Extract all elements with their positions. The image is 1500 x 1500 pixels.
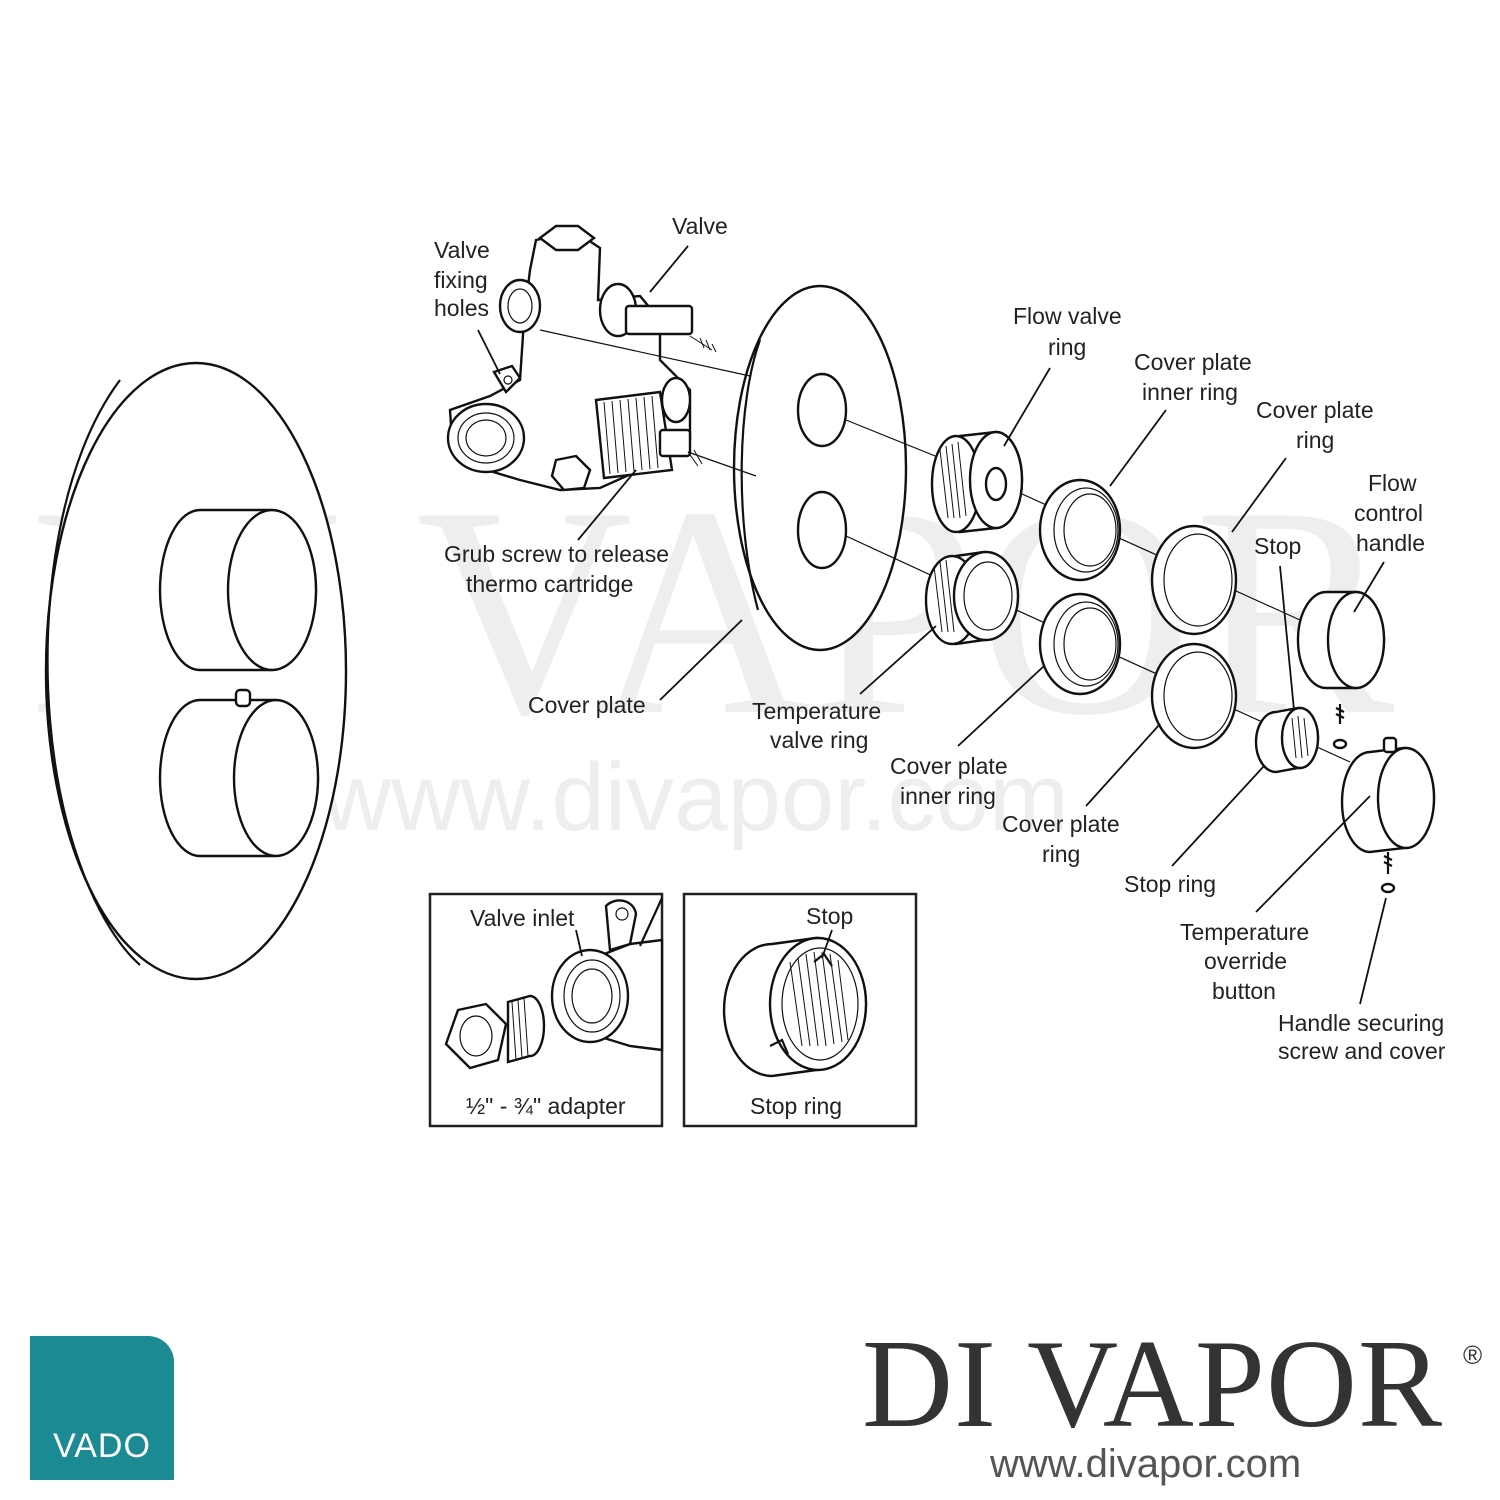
inset-valve-inlet-drawing — [444, 897, 664, 1070]
label-cover-plate-inner-ring-bottom-1: Cover plate — [890, 753, 1008, 779]
flow-control-handle-part — [1296, 590, 1386, 750]
label-grub-screw-2: thermo cartridge — [466, 571, 633, 597]
label-valve: Valve — [672, 213, 728, 239]
leader-lines — [477, 245, 1387, 1005]
label-grub-screw-1: Grub screw to release — [444, 541, 669, 567]
registered-mark: ® — [1463, 1340, 1483, 1370]
valve-body — [446, 224, 717, 492]
label-cover-plate-inner-ring-bottom-2: inner ring — [900, 783, 996, 809]
label-flow-valve-ring-2: ring — [1048, 334, 1086, 360]
temperature-valve-ring-part — [924, 550, 1020, 646]
cover-plate-inner-ring-upper-part — [1038, 478, 1122, 582]
label-cover-plate-inner-ring-top-1: Cover plate — [1134, 349, 1252, 375]
inset-label-stop-ring: Stop ring — [750, 1093, 842, 1119]
label-cover-plate-ring-top-2: ring — [1296, 427, 1334, 453]
cover-plate-ring-lower-part — [1150, 642, 1238, 750]
valve-fixing-lug — [492, 364, 522, 394]
temperature-cartridge-threaded — [594, 390, 703, 480]
temperature-override-button-part — [1382, 736, 1398, 754]
inset-label-adapter: ½" - ¾" adapter — [466, 1093, 626, 1119]
label-temperature-override-button-3: button — [1212, 978, 1276, 1004]
label-flow-control-handle-1: Flow — [1368, 470, 1417, 496]
label-flow-control-handle-3: handle — [1356, 530, 1425, 556]
assembled-shower-valve — [44, 361, 348, 981]
label-cover-plate-ring-bottom-1: Cover plate — [1002, 811, 1120, 837]
assembled-upper-handle — [158, 508, 318, 672]
valve-inlet-port — [446, 402, 526, 474]
label-stop-ring: Stop ring — [1124, 871, 1216, 897]
cover-plate-inner-ring-lower-part — [1038, 592, 1122, 696]
inset-stop-ring: Stop Stop ring — [682, 892, 918, 1128]
valve-rear-port — [660, 376, 692, 424]
watermark-url-text: www.divapor.com — [321, 744, 1069, 851]
label-handle-securing-2: screw and cover — [1278, 1038, 1446, 1064]
cover-plate-lower-hole — [796, 490, 848, 570]
label-handle-securing-1: Handle securing — [1278, 1010, 1444, 1036]
assembled-cover-plate — [44, 361, 348, 981]
grub-screw-nut — [550, 454, 592, 492]
label-temperature-valve-ring-2: valve ring — [770, 727, 868, 753]
label-stop: Stop — [1254, 533, 1301, 559]
divapor-brand-name: DI VAPOR — [862, 1315, 1444, 1454]
flow-valve-ring-part — [930, 430, 1024, 534]
inset-valve-inlet: Valve inlet ½" - ¾" adapter — [428, 892, 664, 1128]
label-cover-plate-ring-top-1: Cover plate — [1256, 397, 1374, 423]
label-temperature-override-button-2: override — [1204, 948, 1287, 974]
valve-side-port — [498, 278, 542, 334]
flow-spindle — [624, 304, 694, 336]
valve-top-nut — [538, 224, 596, 252]
label-cover-plate-inner-ring-top-2: inner ring — [1142, 379, 1238, 405]
inset-label-stop: Stop — [806, 903, 853, 929]
cover-plate-upper-hole — [796, 372, 848, 448]
temperature-handle-part — [1340, 736, 1436, 894]
inset-stop-ring-drawing — [722, 929, 868, 1078]
label-temperature-override-button-1: Temperature — [1180, 919, 1309, 945]
label-valve-fixing-holes-1: Valve — [434, 237, 490, 263]
cover-plate-exploded — [732, 284, 908, 652]
stop-ring-part — [1254, 706, 1320, 774]
label-cover-plate-ring-bottom-2: ring — [1042, 841, 1080, 867]
inset-label-valve-inlet: Valve inlet — [470, 905, 575, 931]
label-valve-fixing-holes-3: holes — [434, 295, 489, 321]
assembled-lower-handle — [158, 688, 320, 858]
label-cover-plate: Cover plate — [528, 692, 646, 718]
label-flow-valve-ring-1: Flow valve — [1013, 303, 1122, 329]
label-temperature-valve-ring-1: Temperature — [752, 698, 881, 724]
divapor-url[interactable]: www.divapor.com — [990, 1442, 1302, 1486]
label-valve-fixing-holes-2: fixing — [434, 267, 488, 293]
assembled-override-button — [234, 688, 252, 708]
assembled-plate-edge — [46, 379, 141, 966]
cover-plate-ring-upper-part — [1150, 524, 1238, 636]
vado-logo-text: VADO — [53, 1427, 151, 1465]
vado-logo: VADO — [30, 1336, 174, 1480]
part-labels: Valve Valve fixing holes Grub screw to r… — [434, 213, 1446, 1064]
label-flow-control-handle-2: control — [1354, 500, 1423, 526]
